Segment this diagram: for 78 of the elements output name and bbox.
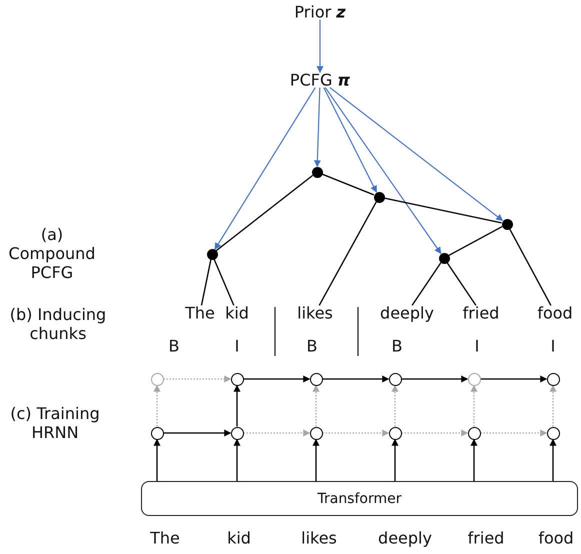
arrow — [470, 438, 478, 481]
arrow — [392, 438, 398, 481]
arrow — [316, 20, 324, 74]
arrow — [392, 384, 398, 426]
tree-node-dot — [206, 248, 218, 260]
word-label: deeply — [380, 303, 434, 323]
arrow — [322, 376, 390, 382]
word-label: fried — [462, 303, 500, 323]
variable-label: Prior z — [294, 2, 346, 22]
variable-label: PCFG π — [290, 70, 350, 90]
arrow — [164, 430, 232, 436]
arrow — [164, 376, 232, 382]
arrow — [323, 87, 377, 193]
hidden-state-circle — [468, 372, 480, 386]
chunk-tag: I — [234, 336, 240, 356]
word-label: likes — [301, 528, 337, 548]
hidden-state-circle — [388, 426, 402, 440]
word-label: food — [537, 303, 573, 323]
tree-branch-line — [446, 262, 476, 306]
hidden-state-circle — [388, 372, 402, 386]
hidden-state-circle — [546, 426, 560, 440]
arrow — [234, 384, 240, 426]
hidden-state-circle — [150, 372, 164, 386]
tree-branch-line — [448, 226, 502, 256]
transformer-box: Transformer — [141, 481, 578, 516]
chunk-tag: I — [474, 336, 480, 356]
arrow — [402, 430, 468, 436]
hidden-state-circle — [150, 426, 164, 440]
arrow — [480, 376, 548, 382]
arrow — [312, 438, 320, 481]
tree-branch-line — [509, 228, 552, 306]
panel-label: (c) Training HRNN — [9, 404, 101, 442]
arrow — [244, 430, 310, 436]
tree-branch-line — [412, 262, 442, 306]
arrow — [550, 384, 556, 426]
arrow — [312, 384, 320, 426]
arrow — [480, 430, 548, 436]
arrow — [314, 88, 321, 168]
chunk-tag: I — [550, 336, 556, 356]
word-label: The — [185, 303, 215, 323]
chunk-tag: B — [306, 336, 318, 356]
tree-branch-line — [216, 174, 314, 252]
hidden-state-circle — [230, 426, 244, 440]
arrow — [214, 87, 316, 250]
tree-branch-line — [384, 197, 502, 224]
tree-node-dot — [502, 218, 512, 230]
arrow — [402, 376, 468, 382]
tree-node-dot — [438, 252, 450, 264]
chunk-tag: B — [392, 336, 402, 356]
word-label: kid — [225, 303, 249, 323]
word-label: kid — [227, 528, 251, 548]
tree-branch-line — [214, 258, 234, 306]
tree-branch-line — [318, 201, 377, 306]
arrow — [234, 438, 240, 481]
tree-branch-line — [322, 174, 374, 196]
arrow — [324, 87, 442, 254]
hidden-state-circle — [310, 372, 322, 386]
arrow — [550, 438, 556, 481]
word-label: deeply — [378, 528, 432, 548]
panel-label: (a) Compound PCFG — [8, 225, 96, 283]
arrow — [322, 430, 390, 436]
tree-node-dot — [312, 166, 322, 178]
arrow — [330, 87, 504, 222]
hidden-state-circle — [546, 372, 560, 386]
word-label: The — [150, 528, 180, 548]
tree-node-dot — [374, 192, 384, 202]
arrow — [154, 438, 160, 481]
hidden-state-circle — [230, 372, 244, 386]
arrow — [244, 376, 310, 382]
chunk-tag: B — [168, 336, 180, 356]
panel-label: (b) Inducing chunks — [8, 304, 108, 344]
word-label: food — [538, 528, 574, 548]
hidden-state-circle — [310, 426, 322, 440]
arrow — [154, 384, 160, 426]
tree-branch-line — [200, 259, 212, 306]
hidden-state-circle — [468, 426, 480, 440]
word-label: fried — [468, 528, 504, 548]
word-label: likes — [297, 303, 333, 323]
